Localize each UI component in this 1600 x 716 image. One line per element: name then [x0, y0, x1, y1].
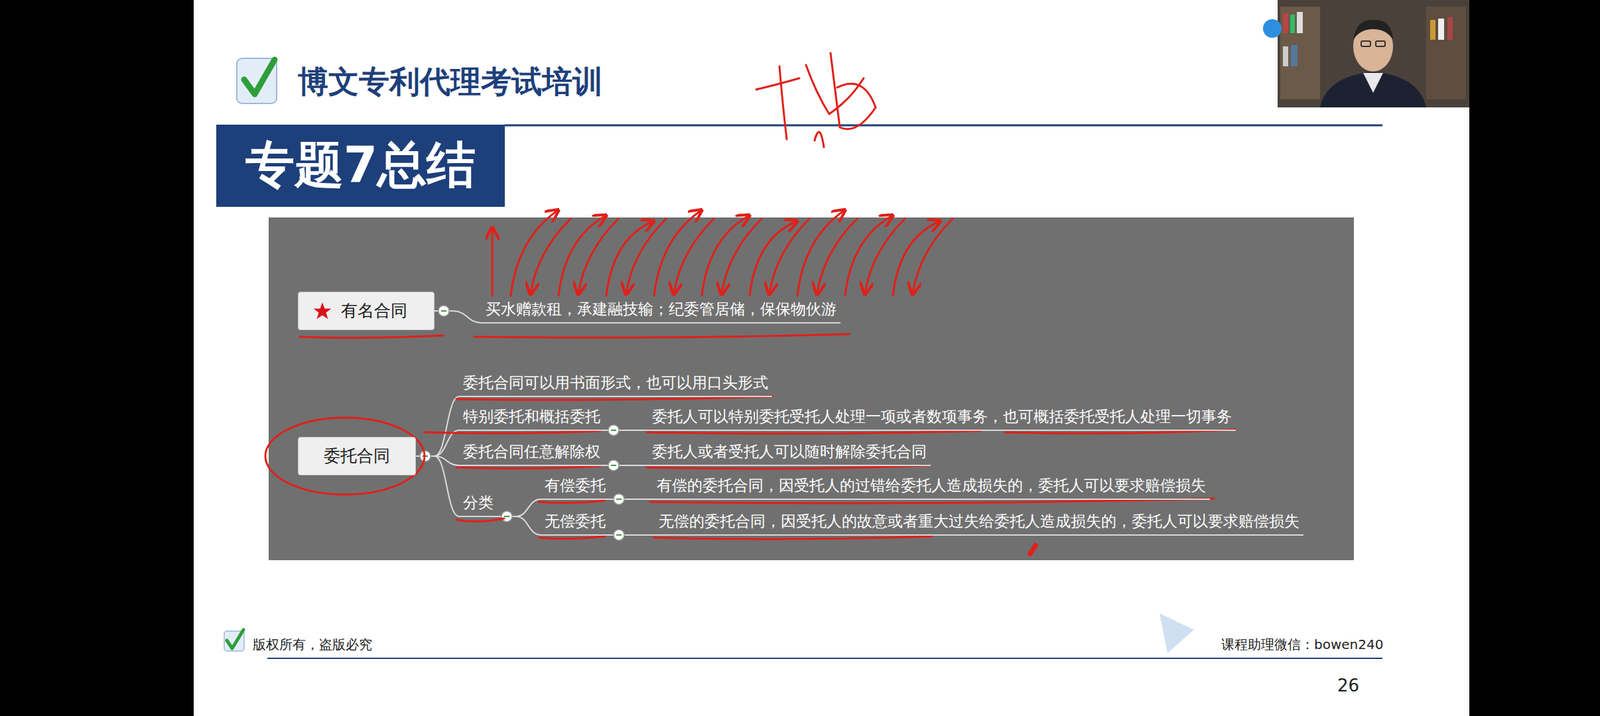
star-shape	[313, 302, 332, 320]
collapse-toggle	[613, 494, 625, 505]
collapse-toggle	[438, 305, 450, 317]
toggle-circle	[613, 494, 625, 505]
toggle-minus	[610, 429, 617, 432]
topic-label: 有偿的委托合同，因受托人的过错给委托人造成损失的，委托人可以要求赔偿损失	[656, 476, 1206, 497]
red-arrow	[721, 218, 762, 294]
red-circle	[265, 417, 425, 495]
red-arrow	[606, 221, 653, 296]
topic-box: 委托合同	[297, 437, 416, 477]
topic-text: 无偿委托	[540, 510, 610, 536]
red-arrow	[654, 210, 701, 296]
mindmap-connector	[609, 534, 655, 536]
topic-label: 委托人可以特别委托受托人处理一项或者数项事务，也可概括委托受托人处理一切事务	[652, 407, 1232, 428]
slide-title: 专题7总结	[245, 132, 477, 200]
red-arrow	[797, 210, 844, 296]
topic-text: 委托合同可以用书面形式，也可以用口头形式	[459, 372, 773, 398]
topic-label: 无偿委托	[544, 512, 606, 533]
logo-icon	[236, 58, 277, 104]
topic-text: 委托人可以特别委托受托人处理一项或者数项事务，也可概括委托受托人处理一切事务	[648, 405, 1236, 432]
toggle-minus	[616, 498, 622, 501]
red-arrow	[845, 216, 892, 296]
red-arrow	[701, 216, 749, 296]
brand-name: 博文专利代理考试培训	[297, 63, 603, 100]
star-icon	[313, 301, 332, 321]
watermark-shape	[1159, 613, 1195, 654]
handwritten-scribble	[756, 53, 876, 148]
collapse-toggle	[613, 530, 625, 541]
topic-text: 有偿委托	[540, 474, 610, 501]
topic-label: 委托合同可以用书面形式，也可以用口头形式	[463, 373, 769, 394]
red-arrow	[892, 221, 940, 296]
topic-label: 无偿的委托合同，因受托人的故意或者重大过失给委托人造成损失的，委托人可以要求赔偿…	[658, 512, 1300, 533]
topic-text: 委托合同任意解除权	[459, 441, 605, 467]
red-arrow	[769, 218, 810, 294]
toggle-circle	[608, 425, 619, 436]
red-arrow	[912, 218, 953, 294]
pen-cursor	[1026, 542, 1039, 558]
topic-text: 特别委托和概括委托	[459, 405, 605, 432]
topic-label: 委托人或者受托人可以随时解除委托合同	[652, 442, 927, 463]
topic-label: 有偿委托	[544, 476, 606, 497]
topic-label: 有名合同	[340, 300, 408, 323]
red-arrow	[558, 216, 605, 296]
header-rule	[504, 124, 1383, 127]
red-underlines	[299, 334, 1236, 540]
red-arrow	[865, 218, 905, 294]
page-number: 26	[1337, 675, 1360, 697]
red-arrow	[749, 221, 797, 296]
topic-text: 有偿的委托合同，因受托人的过错给委托人造成损失的，委托人可以要求赔偿损失	[652, 474, 1210, 501]
footer-check	[226, 630, 244, 649]
red-arrow	[510, 210, 558, 296]
red-arrow	[530, 218, 571, 294]
collapse-toggle	[501, 511, 513, 523]
toggle-minus	[504, 516, 510, 518]
red-arrow	[626, 218, 667, 294]
mindmap-panel	[268, 217, 1354, 561]
title-band: 专题7总结	[216, 124, 505, 207]
topic-label: 特别委托和概括委托	[463, 407, 601, 428]
red-arrow	[817, 218, 858, 294]
topic-label: 买水赠款租，承建融技输；纪委管居储，保保物伙游	[485, 299, 837, 320]
topic-box: 有名合同	[297, 291, 435, 332]
topic-label: 分类	[463, 493, 494, 514]
toggle-circle	[613, 530, 625, 541]
overlay-button	[1263, 19, 1282, 38]
contact-note: 课程助理微信：bowen240	[1221, 636, 1384, 654]
toggle-minus	[441, 310, 447, 312]
topic-label: 委托合同任意解除权	[463, 442, 601, 463]
topic-text: 分类	[459, 492, 498, 518]
topic-label: 委托合同	[323, 445, 391, 468]
toggle-circle	[438, 305, 450, 317]
red-arrow	[578, 218, 619, 294]
collapse-toggle	[608, 460, 619, 471]
topic-text: 无偿的委托合同，因受托人的故意或者重大过失给委托人造成损失的，委托人可以要求赔偿…	[654, 510, 1304, 536]
topic-text: 委托人或者受托人可以随时解除委托合同	[648, 441, 931, 467]
toggle-minus	[610, 465, 617, 467]
copyright-note: 版权所有，盗版必究	[252, 636, 373, 654]
footer-rule	[267, 658, 1383, 660]
logo-check	[244, 59, 275, 95]
toggle-circle	[608, 460, 619, 471]
red-arrow	[673, 218, 714, 294]
topic-text: 买水赠款租，承建融技输；纪委管居储，保保物伙游	[481, 298, 841, 324]
webcam-view	[1277, 0, 1470, 108]
red-arrows	[492, 210, 953, 296]
red-arrow	[491, 228, 494, 296]
collapse-toggle	[608, 425, 619, 436]
toggle-minus	[616, 534, 622, 536]
toggle-circle	[501, 511, 513, 523]
